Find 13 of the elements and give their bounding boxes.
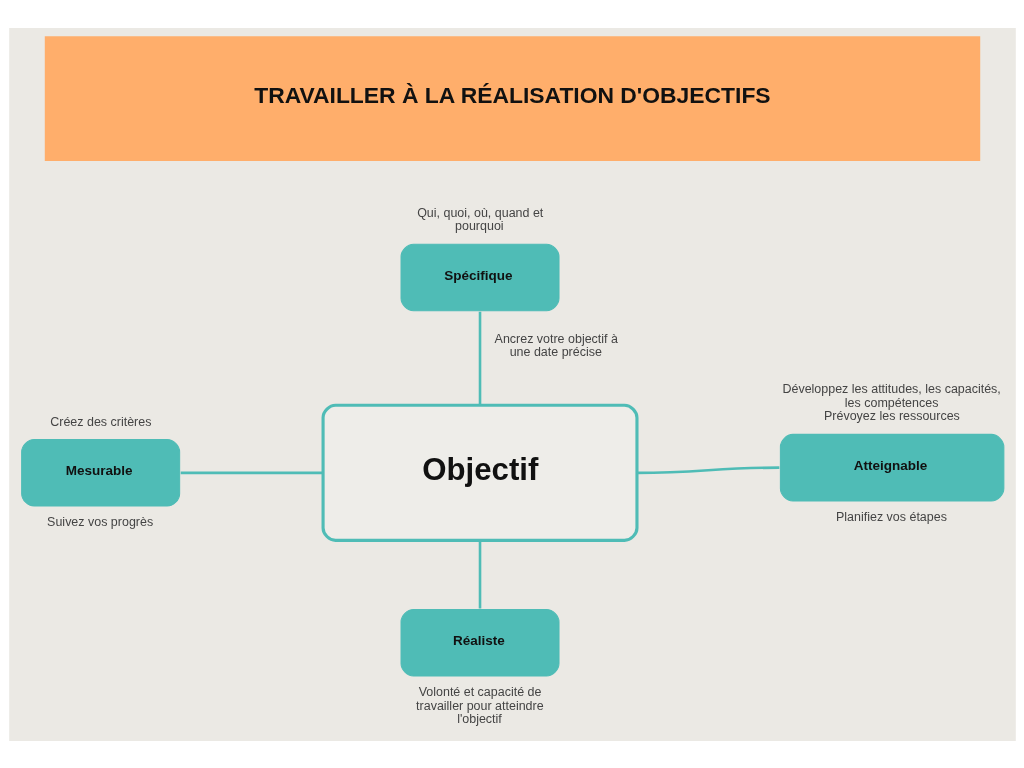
edge-label: Ancrez votre objectif à une date précise (494, 331, 618, 359)
node-label: Développez les attitudes, les capacités, les compétences (781, 381, 1001, 410)
connector (478, 311, 481, 404)
node-label: Qui, quoi, où, quand et pourquoi (416, 205, 543, 233)
node-label: Créez des critères (49, 414, 151, 429)
diagram-title: TRAVAILLER À LA RÉALISATION D'OBJECTIFS (253, 81, 771, 108)
node-label: Planifiez vos étapes (835, 509, 947, 524)
connector (478, 540, 481, 608)
connector (180, 471, 323, 474)
connector (636, 465, 779, 474)
node-label: Volonté et capacité de travailler pour atteindre l'objectif (415, 684, 544, 726)
node-label: Suivez vos progrès (46, 514, 153, 529)
node-box: Objectif (321, 403, 638, 542)
